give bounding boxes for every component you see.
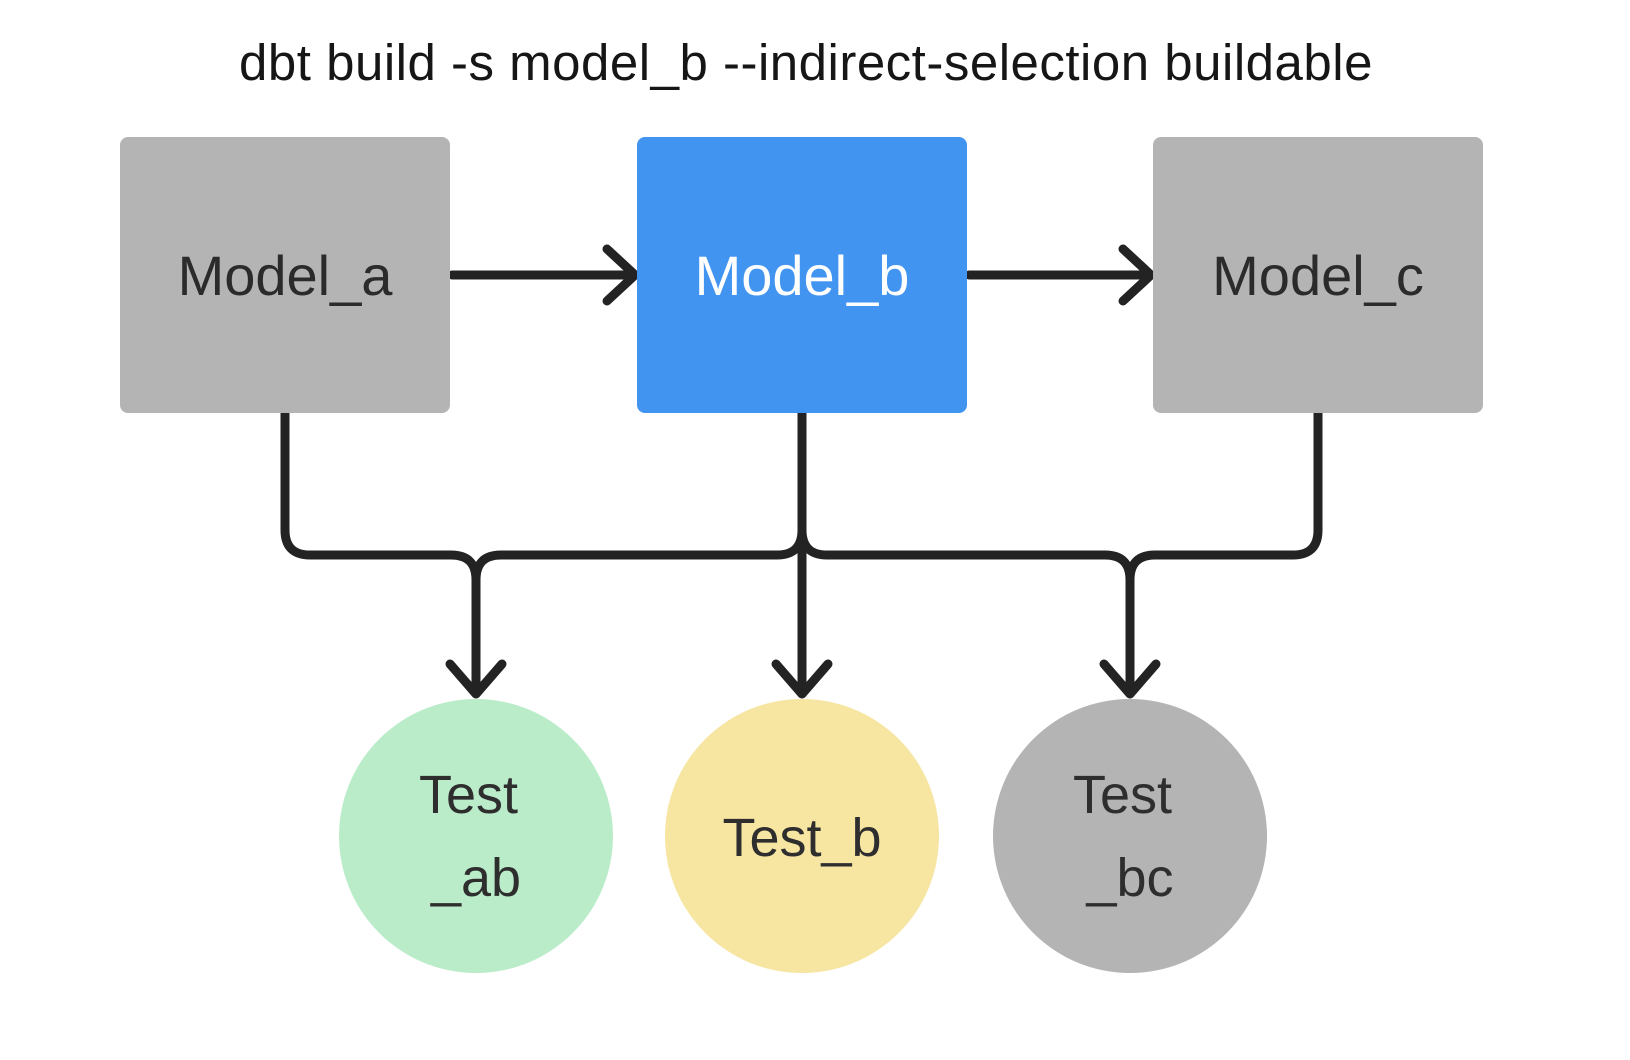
test-bc-node [993, 699, 1267, 973]
test-bc-label-line1: Test [1073, 765, 1172, 825]
arrowhead-into-model-b [602, 244, 640, 306]
model-b-node [637, 137, 967, 413]
test-b-label-line1: Test_b [722, 808, 881, 868]
test-ab-node [339, 699, 613, 973]
model-c-label: Model_c [1212, 244, 1424, 307]
model-node-layer: Model_a Model_b Model_c [120, 137, 1483, 413]
arrowhead-into-test-b [771, 659, 833, 699]
model-b-label: Model_b [695, 244, 910, 307]
test-ab-label-line2: _ab [430, 848, 521, 908]
arrowhead-into-model-c [1118, 244, 1156, 306]
model-c-node [1153, 137, 1483, 413]
model-a-label: Model_a [178, 244, 394, 307]
test-bc-label-line2: _bc [1085, 848, 1173, 908]
arrowhead-into-test-bc [1099, 659, 1161, 699]
model-a-node [120, 137, 450, 413]
test-node-layer: Test _ab Test_b Test _bc [339, 699, 1267, 973]
edge-model-b-test-ab [471, 408, 807, 695]
edge-layer [280, 244, 1323, 699]
test-ab-label: Test _ab [419, 765, 533, 908]
edge-model-b-test-bc [797, 408, 1135, 695]
edge-model-c-test-bc [1125, 408, 1323, 695]
arrowhead-into-test-ab [445, 659, 507, 699]
test-b-label: Test_b [722, 808, 881, 868]
test-ab-label-line1: Test [419, 765, 518, 825]
test-bc-label: Test _bc [1073, 765, 1187, 908]
diagram-title: dbt build -s model_b --indirect-selectio… [239, 34, 1373, 91]
edge-model-a-test-ab [280, 408, 481, 695]
test-b-node [665, 699, 939, 973]
